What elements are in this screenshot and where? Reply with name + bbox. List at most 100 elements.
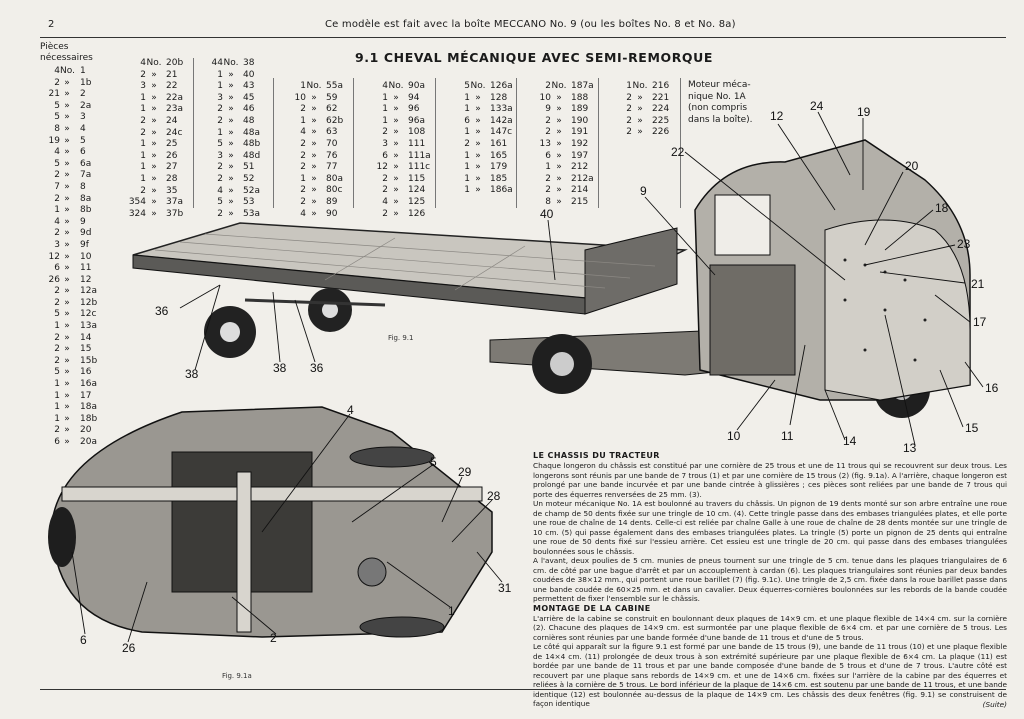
quantity: 4 bbox=[300, 208, 306, 219]
quantity: 2 bbox=[217, 208, 223, 219]
number-prefix: » bbox=[64, 367, 70, 378]
parts-row: 3»22 bbox=[128, 81, 194, 93]
parts-row: 7»8 bbox=[40, 182, 108, 194]
number-prefix: » bbox=[151, 185, 157, 196]
parts-row: 1»13a bbox=[40, 321, 108, 333]
parts-row: 3»45 bbox=[205, 93, 271, 105]
parts-row: 2»225 bbox=[614, 116, 680, 128]
parts-row: 2»51 bbox=[205, 162, 271, 174]
number-prefix: » bbox=[228, 185, 234, 196]
part-number: 185 bbox=[490, 173, 508, 184]
number-prefix: » bbox=[64, 251, 70, 262]
part-number: 8b bbox=[80, 205, 92, 216]
number-prefix: » bbox=[556, 127, 562, 138]
quantity: 3 bbox=[217, 92, 223, 103]
quantity: 12 bbox=[376, 162, 388, 173]
part-number: 46 bbox=[243, 104, 255, 115]
part-number: 212 bbox=[571, 162, 589, 173]
callout-label: 20 bbox=[905, 159, 919, 173]
quantity: 1 bbox=[382, 104, 388, 115]
column-divider bbox=[193, 58, 194, 208]
number-prefix: » bbox=[228, 208, 234, 219]
part-number: 190 bbox=[571, 115, 589, 126]
motor-note: Moteur méca- nique No. 1A (non compris d… bbox=[688, 80, 753, 126]
part-number: 24c bbox=[166, 127, 183, 138]
page-header: 2 Ce modèle est fait avec la boîte MECCA… bbox=[40, 17, 1006, 38]
callout-label: 23 bbox=[957, 237, 971, 251]
callout-leaders bbox=[179, 111, 984, 446]
part-number: 90a bbox=[408, 81, 425, 91]
part-number: 12c bbox=[80, 309, 97, 320]
cab-door bbox=[709, 264, 796, 376]
parts-row: 6»197 bbox=[533, 151, 599, 163]
part-number: 89 bbox=[326, 196, 338, 207]
part-number: 53 bbox=[243, 197, 255, 208]
number-prefix: » bbox=[64, 228, 70, 239]
quantity: 2 bbox=[54, 228, 60, 239]
parts-row: 2»7a bbox=[40, 170, 108, 182]
part-number: 27 bbox=[166, 162, 178, 173]
quantity: 2 bbox=[300, 150, 306, 161]
parts-row: 5»16 bbox=[40, 367, 108, 379]
callout-label: 38 bbox=[185, 367, 199, 381]
part-number: 25 bbox=[166, 139, 178, 150]
quantity: 5 bbox=[464, 81, 470, 91]
part-number: 76 bbox=[326, 150, 338, 161]
number-prefix: » bbox=[475, 115, 481, 126]
number-prefix: » bbox=[393, 185, 399, 196]
part-number: 77 bbox=[326, 162, 338, 173]
part-number: 55a bbox=[326, 81, 343, 91]
number-prefix: » bbox=[311, 173, 317, 184]
number-prefix: » bbox=[556, 162, 562, 173]
parts-row: 1»94 bbox=[370, 93, 436, 105]
quantity: 6 bbox=[382, 150, 388, 161]
parts-row: 1»96 bbox=[370, 104, 436, 116]
part-number: 51 bbox=[243, 162, 255, 173]
number-prefix: » bbox=[151, 150, 157, 161]
parts-row: 2»1b bbox=[40, 78, 108, 90]
parts-row: 2»35 bbox=[128, 186, 194, 198]
part-number: 94 bbox=[408, 92, 420, 103]
cab-rivets bbox=[843, 258, 927, 362]
part-number: 216 bbox=[652, 81, 670, 91]
parts-row: 5»6a bbox=[40, 159, 108, 171]
parts-row: 1»18a bbox=[40, 402, 108, 414]
continued-note: (Suite) bbox=[982, 699, 1007, 709]
callout-label: 38 bbox=[273, 361, 287, 375]
number-prefix: » bbox=[151, 127, 157, 138]
gear-wheels bbox=[349, 446, 445, 638]
parts-row: 2»224 bbox=[614, 104, 680, 116]
trailer-headboard bbox=[584, 227, 678, 315]
quantity: 1 bbox=[217, 69, 223, 80]
number-prefix: » bbox=[151, 208, 157, 219]
number-prefix: » bbox=[228, 81, 234, 92]
motor-note-line1: Moteur méca- bbox=[688, 80, 751, 90]
number-prefix: » bbox=[637, 92, 643, 103]
column-divider bbox=[516, 78, 517, 208]
part-number: 22 bbox=[166, 81, 178, 92]
quantity: 2 bbox=[626, 104, 632, 115]
parts-row: 1»62b bbox=[288, 116, 354, 128]
part-number: 9d bbox=[80, 228, 92, 239]
part-number: 226 bbox=[652, 127, 670, 138]
number-prefix: » bbox=[393, 115, 399, 126]
quantity: 2 bbox=[382, 185, 388, 196]
number-prefix: » bbox=[228, 139, 234, 150]
part-number: 191 bbox=[571, 127, 589, 138]
number-prefix: » bbox=[556, 92, 562, 103]
number-prefix: » bbox=[556, 173, 562, 184]
motor-note-line2: nique No. 1A bbox=[688, 91, 746, 102]
number-prefix: » bbox=[475, 173, 481, 184]
quantity: 4 bbox=[382, 81, 388, 91]
number-prefix: » bbox=[64, 274, 70, 285]
part-number: 53a bbox=[243, 208, 260, 219]
quantity: 2 bbox=[217, 104, 223, 115]
parts-row: 5»48b bbox=[205, 139, 271, 151]
